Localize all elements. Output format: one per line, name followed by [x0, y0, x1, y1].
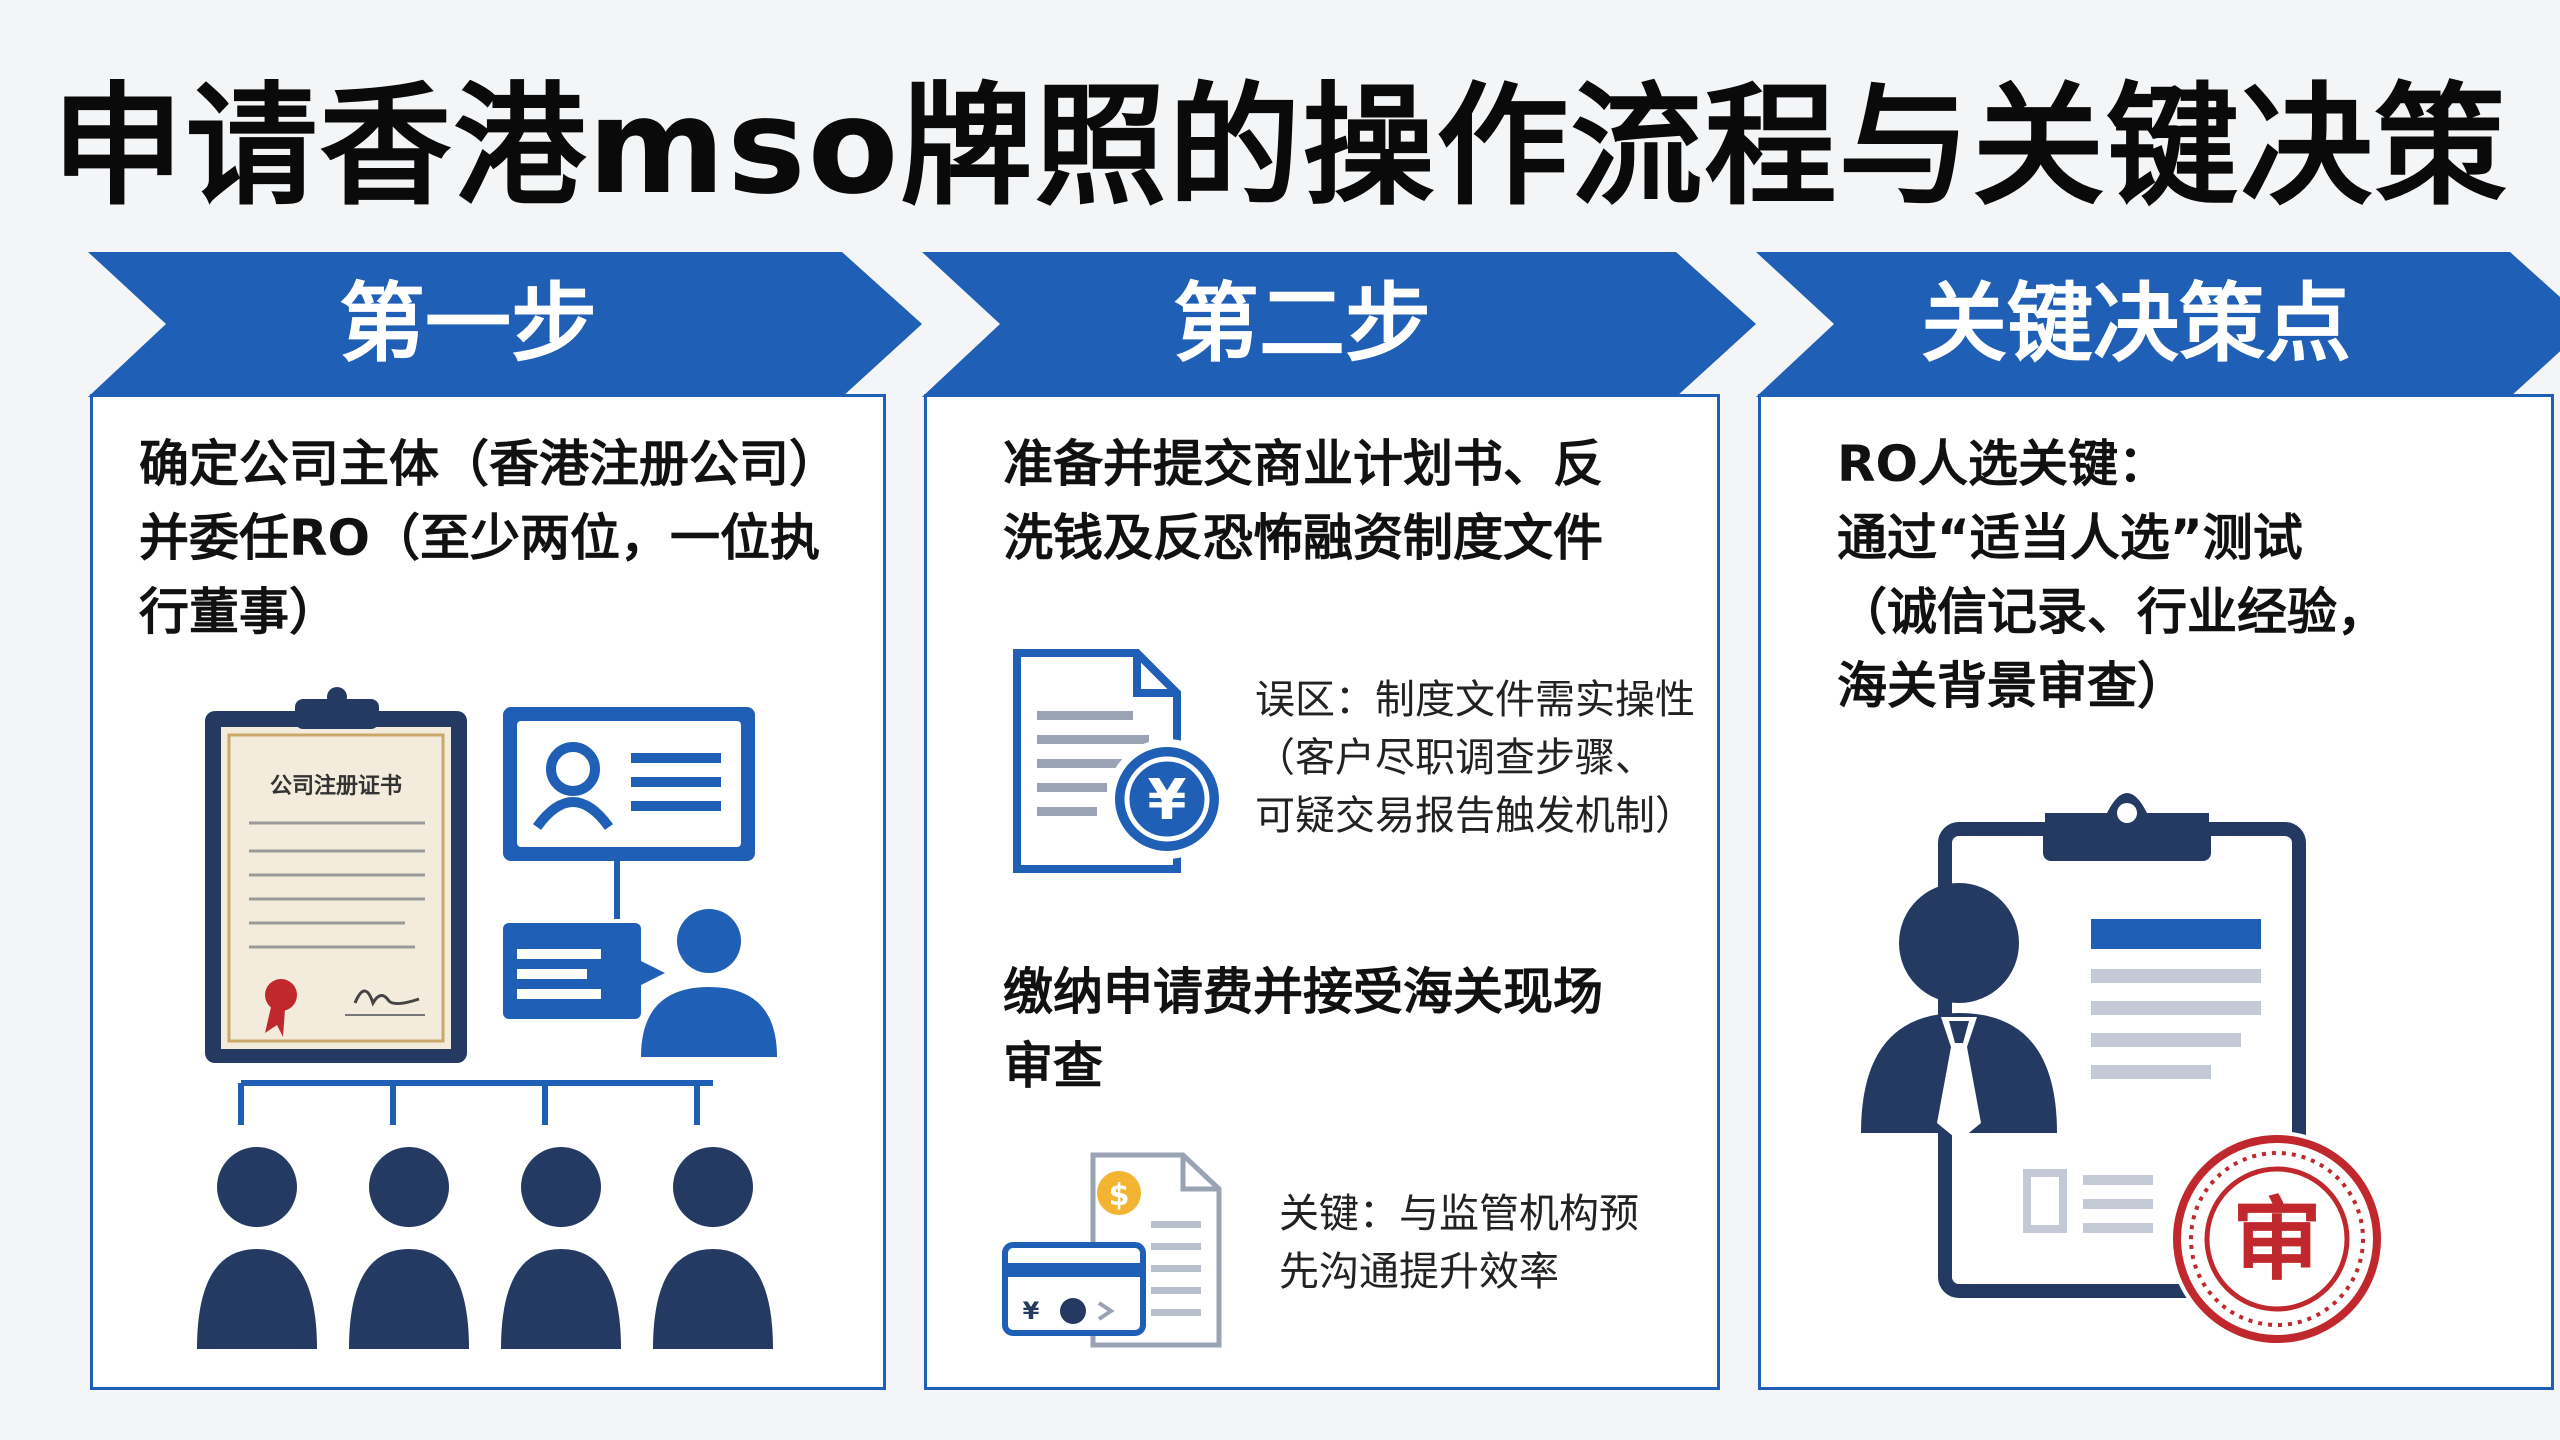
step-two-column: 第二步 准备并提交商业计划书、反 洗钱及反恐怖融资制度文件 ¥ 误区：制度文件需… — [922, 252, 1756, 1390]
step-one-header: 第一步 — [339, 274, 597, 374]
step-one-column: 第一步 确定公司主体（香港注册公司） 并委任RO（至少两位，一位执 行董事） 公… — [88, 252, 922, 1390]
step-two-item-two: 缴纳申请费并接受海关现场 审查 — [1003, 963, 1603, 1095]
org-chart-people-icon — [197, 1080, 773, 1349]
key-decision-chevron — [1756, 252, 2560, 397]
key-decision-column: 关键决策点 RO人选关键： 通过“适当人选”测试 （诚信记录、行业经验， 海关背… — [1756, 252, 2560, 1390]
step-one-chevron — [88, 252, 922, 397]
document-yen-icon: ¥ — [1013, 649, 1227, 873]
yen-symbol: ¥ — [1148, 768, 1187, 833]
step-two-item-one: 准备并提交商业计划书、反 洗钱及反恐怖融资制度文件 — [1003, 435, 1603, 567]
stamp-character: 审 — [2232, 1188, 2322, 1293]
payment-documents-icon: $ ¥ — [1002, 1152, 1222, 1348]
step-two-chevron — [922, 252, 1756, 397]
review-stamp-icon: 审 — [2169, 1131, 2385, 1347]
step-two-panel: 准备并提交商业计划书、反 洗钱及反恐怖融资制度文件 ¥ 误区：制度文件需实操性 … — [924, 394, 1720, 1390]
key-decision-header: 关键决策点 — [1921, 274, 2351, 374]
id-card-icon — [503, 707, 755, 861]
key-decision-panel: RO人选关键： 通过“适当人选”测试 （诚信记录、行业经验， 海关背景审查） — [1758, 394, 2554, 1390]
dollar-symbol: $ — [1109, 1178, 1130, 1213]
step-two-header: 第二步 — [1173, 274, 1431, 374]
connector-line — [614, 859, 620, 919]
key-decision-description: RO人选关键： 通过“适当人选”测试 （诚信记录、行业经验， 海关背景审查） — [1837, 435, 2387, 715]
card-yen-symbol: ¥ — [1023, 1297, 1040, 1325]
step-one-panel: 确定公司主体（香港注册公司） 并委任RO（至少两位，一位执 行董事） 公司注册证… — [90, 394, 886, 1390]
step-one-description: 确定公司主体（香港注册公司） 并委任RO（至少两位，一位执 行董事） — [139, 435, 839, 641]
step-two-note-one: 误区：制度文件需实操性 （客户尽职调查步骤、 可疑交易报告触发机制） — [1255, 677, 1695, 839]
clipboard-certificate-icon: 公司注册证书 — [205, 687, 467, 1063]
certificate-title: 公司注册证书 — [270, 773, 402, 799]
presenter-icon — [503, 909, 777, 1057]
step-two-note-two: 关键：与监管机构预 先沟通提升效率 — [1279, 1191, 1639, 1295]
